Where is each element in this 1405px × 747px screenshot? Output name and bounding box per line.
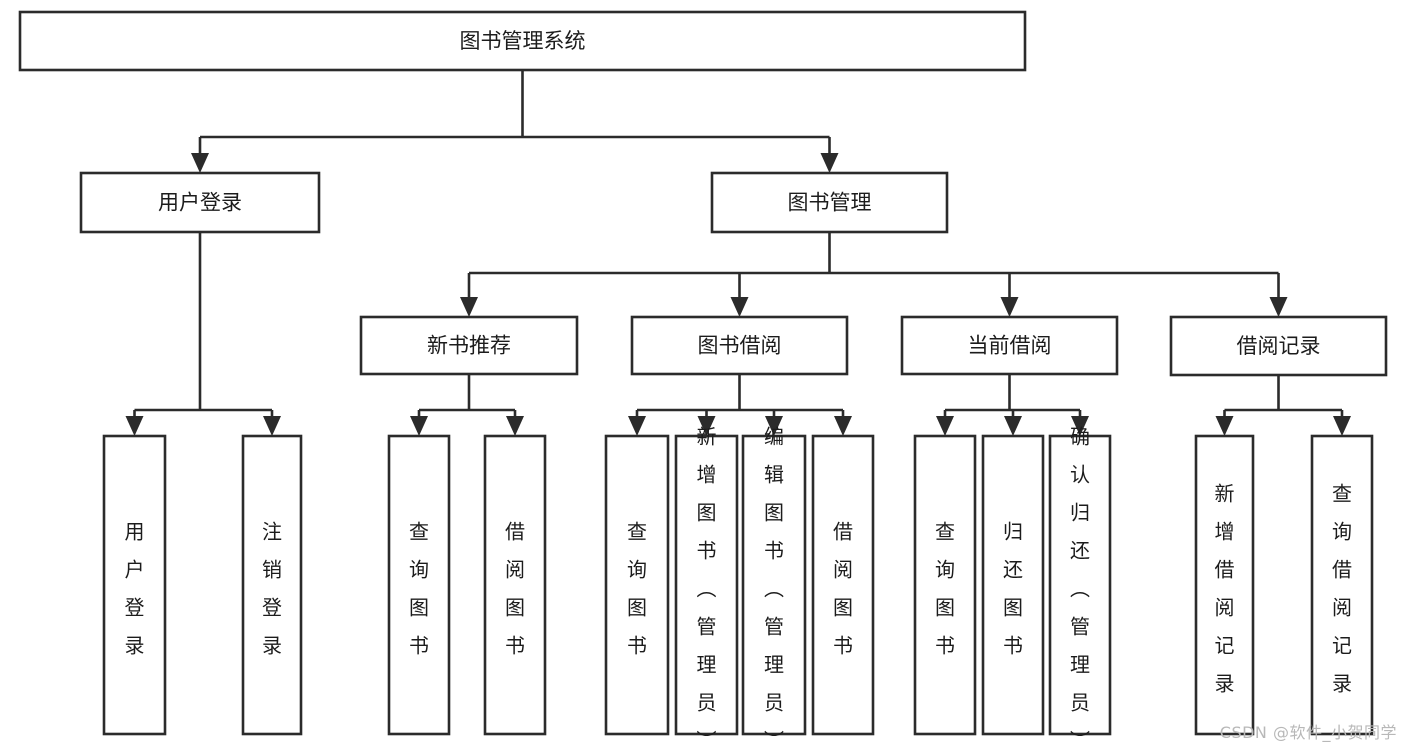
arrow-head-book-borrow-leaf-edit-book — [765, 416, 783, 436]
node-borrow-record[interactable]: 借阅记录 — [1169, 315, 1388, 377]
arrow-head-borrow-record-leaf-add-record — [1215, 416, 1234, 436]
arrow-head-user-login-leaf-logout — [263, 416, 281, 436]
arrow-head-current-borrow-leaf-query-book-current — [936, 416, 954, 436]
arrow-head-book-manage-current-borrow — [1000, 297, 1019, 317]
node-leaf-return-book[interactable]: 归还图书 — [981, 434, 1045, 736]
arrow-head-root-book-manage — [820, 153, 839, 173]
arrow-head-book-borrow-leaf-borrow-book — [834, 416, 852, 436]
node-leaf-query-record[interactable]: 查询借阅记录 — [1310, 434, 1374, 736]
node-leaf-confirm-return[interactable]: 确认归还︵管理员︶ — [1048, 425, 1112, 747]
node-box-borrow-record — [1169, 315, 1388, 377]
node-label-root: 图书管理系统 — [460, 29, 586, 53]
node-box-leaf-query-book-new — [387, 434, 451, 736]
node-leaf-borrow-book[interactable]: 借阅图书 — [811, 434, 875, 736]
node-label-leaf-add-book: 新增图书︵管理员︶ — [697, 425, 717, 747]
node-box-leaf-add-book — [674, 434, 739, 736]
node-label-leaf-query-book-borrow: 查询图书 — [627, 520, 647, 658]
arrow-head-root-user-login — [191, 153, 209, 173]
node-label-leaf-query-book-new: 查询图书 — [409, 520, 429, 658]
node-leaf-query-book-borrow[interactable]: 查询图书 — [604, 434, 670, 736]
node-label-user-login: 用户登录 — [158, 191, 242, 215]
arrow-head-borrow-record-leaf-query-record — [1333, 416, 1351, 436]
node-leaf-add-book[interactable]: 新增图书︵管理员︶ — [674, 425, 739, 747]
node-leaf-query-book-current[interactable]: 查询图书 — [913, 434, 977, 736]
node-box-leaf-add-record — [1194, 434, 1255, 736]
node-label-book-manage: 图书管理 — [788, 191, 872, 215]
node-box-leaf-confirm-return — [1048, 434, 1112, 736]
arrow-head-book-borrow-leaf-query-book-borrow — [628, 416, 646, 436]
node-box-new-book-recommend — [359, 315, 579, 376]
node-label-current-borrow: 当前借阅 — [968, 334, 1052, 358]
node-label-leaf-logout: 注销登录 — [262, 520, 282, 658]
node-leaf-logout[interactable]: 注销登录 — [241, 434, 303, 736]
arrow-head-user-login-leaf-user-login — [125, 416, 144, 436]
arrow-head-book-borrow-leaf-add-book — [697, 416, 716, 436]
node-box-user-login — [79, 171, 321, 234]
node-box-leaf-query-record — [1310, 434, 1374, 736]
node-label-new-book-recommend: 新书推荐 — [427, 334, 511, 358]
node-book-manage[interactable]: 图书管理 — [710, 171, 949, 234]
node-root[interactable]: 图书管理系统 — [18, 10, 1027, 72]
node-label-leaf-edit-book: 编辑图书︵管理员︶ — [764, 425, 784, 747]
arrow-head-book-manage-new-book-recommend — [460, 297, 478, 317]
node-book-borrow[interactable]: 图书借阅 — [630, 315, 849, 376]
node-box-book-borrow — [630, 315, 849, 376]
node-label-leaf-user-login: 用户登录 — [125, 520, 145, 658]
node-box-leaf-user-login — [102, 434, 167, 736]
arrow-head-new-book-recommend-leaf-query-book-new — [410, 416, 428, 436]
node-current-borrow[interactable]: 当前借阅 — [900, 315, 1119, 376]
arrow-head-current-borrow-leaf-confirm-return — [1071, 416, 1089, 436]
node-new-book-recommend[interactable]: 新书推荐 — [359, 315, 579, 376]
node-label-leaf-borrow-book: 借阅图书 — [833, 520, 853, 658]
node-box-leaf-borrow-book — [811, 434, 875, 736]
node-box-root — [18, 10, 1027, 72]
node-box-leaf-query-book-current — [913, 434, 977, 736]
node-leaf-edit-book[interactable]: 编辑图书︵管理员︶ — [741, 425, 807, 747]
csdn-watermark: CSDN @软件_小贺同学 — [1219, 723, 1397, 742]
nodes-layer: 图书管理系统用户登录图书管理新书推荐图书借阅当前借阅借阅记录用户登录注销登录查询… — [18, 10, 1388, 747]
node-label-borrow-record: 借阅记录 — [1237, 334, 1321, 358]
node-label-leaf-query-record: 查询借阅记录 — [1332, 482, 1352, 696]
node-label-leaf-borrow-book-new: 借阅图书 — [505, 520, 525, 658]
node-box-book-manage — [710, 171, 949, 234]
node-label-book-borrow: 图书借阅 — [698, 334, 782, 358]
arrow-head-new-book-recommend-leaf-borrow-book-new — [506, 416, 524, 436]
node-leaf-add-record[interactable]: 新增借阅记录 — [1194, 434, 1255, 736]
node-box-leaf-logout — [241, 434, 303, 736]
node-box-leaf-return-book — [981, 434, 1045, 736]
node-label-leaf-add-record: 新增借阅记录 — [1215, 482, 1235, 696]
arrow-head-current-borrow-leaf-return-book — [1004, 416, 1022, 436]
node-leaf-user-login[interactable]: 用户登录 — [102, 434, 167, 736]
node-label-leaf-query-book-current: 查询图书 — [935, 520, 955, 658]
arrow-head-book-manage-book-borrow — [730, 297, 749, 317]
arrow-head-book-manage-borrow-record — [1269, 297, 1288, 317]
node-box-leaf-query-book-borrow — [604, 434, 670, 736]
node-box-leaf-edit-book — [741, 434, 807, 736]
node-leaf-query-book-new[interactable]: 查询图书 — [387, 434, 451, 736]
node-user-login[interactable]: 用户登录 — [79, 171, 321, 234]
node-box-leaf-borrow-book-new — [483, 434, 547, 736]
node-label-leaf-confirm-return: 确认归还︵管理员︶ — [1070, 425, 1090, 747]
node-label-leaf-return-book: 归还图书 — [1003, 520, 1023, 658]
node-box-current-borrow — [900, 315, 1119, 376]
connectors-layer — [125, 70, 1351, 436]
node-leaf-borrow-book-new[interactable]: 借阅图书 — [483, 434, 547, 736]
